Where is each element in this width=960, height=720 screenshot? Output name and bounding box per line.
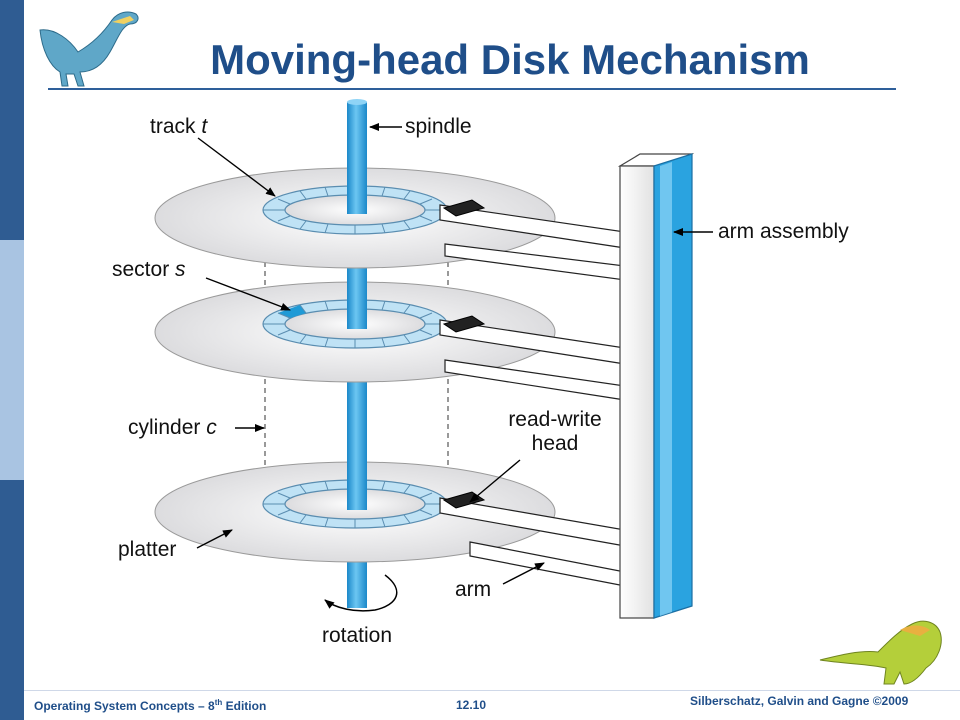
arm xyxy=(469,541,626,587)
cylinder-label: cylinder c xyxy=(128,416,217,440)
sector-variable: s xyxy=(175,258,186,281)
spindle-segment xyxy=(347,102,367,214)
footer-edition-sup: th xyxy=(214,698,223,707)
cylinder-label-text: cylinder xyxy=(128,416,201,439)
platter-label: platter xyxy=(118,538,177,561)
track-label-text: track xyxy=(150,115,196,138)
spindle-cap xyxy=(347,99,367,105)
spindle-segment xyxy=(347,370,367,510)
read-write-head-label: read-write head xyxy=(500,408,610,456)
sidebar-band xyxy=(0,240,24,480)
read-write-head-label-line2: head xyxy=(531,432,579,455)
track-label: track t xyxy=(150,115,207,139)
sector-pointer xyxy=(205,277,291,311)
footer-page-number: 12.10 xyxy=(456,698,487,712)
sidebar-decoration xyxy=(0,0,24,720)
sidebar-band xyxy=(0,480,24,720)
title-divider xyxy=(48,88,896,90)
read-write-head xyxy=(442,199,486,217)
track-variable: t xyxy=(201,115,208,138)
platter-pointer xyxy=(196,529,233,549)
arms xyxy=(439,204,626,587)
arm-assembly xyxy=(617,153,695,619)
footer-book-title: Operating System Concepts – 8th Edition xyxy=(34,698,266,713)
arm-assembly-label: arm assembly xyxy=(718,220,849,243)
rotation-arrow-icon xyxy=(324,574,398,612)
read-write-head-pointer xyxy=(469,459,521,503)
sector-label-text: sector xyxy=(112,258,170,281)
track-pointer xyxy=(197,137,276,197)
sector-label: sector s xyxy=(112,258,186,282)
arm xyxy=(444,359,626,401)
spindle-label: spindle xyxy=(405,115,472,138)
cylinder-variable: c xyxy=(206,416,217,439)
arm-label: arm xyxy=(455,578,492,601)
page-title: Moving-head Disk Mechanism xyxy=(210,36,810,83)
read-write-heads xyxy=(442,199,486,509)
read-write-head xyxy=(442,315,486,333)
arm xyxy=(444,243,626,281)
read-write-head-label-line1: read-write xyxy=(508,408,602,431)
footer-edition-text: Edition xyxy=(222,699,267,713)
arm-pointer xyxy=(502,562,545,585)
rotation-label: rotation xyxy=(322,624,393,647)
footer-authors: Silberschatz, Galvin and Gagne ©2009 xyxy=(690,694,909,708)
sector-highlight xyxy=(278,305,306,318)
footer-divider xyxy=(24,690,960,691)
dinosaur-logo-icon xyxy=(39,11,139,87)
dinosaur-logo-icon xyxy=(819,620,942,685)
sidebar-band xyxy=(0,0,24,240)
footer-book-title-text: Operating System Concepts – 8 xyxy=(34,699,215,713)
